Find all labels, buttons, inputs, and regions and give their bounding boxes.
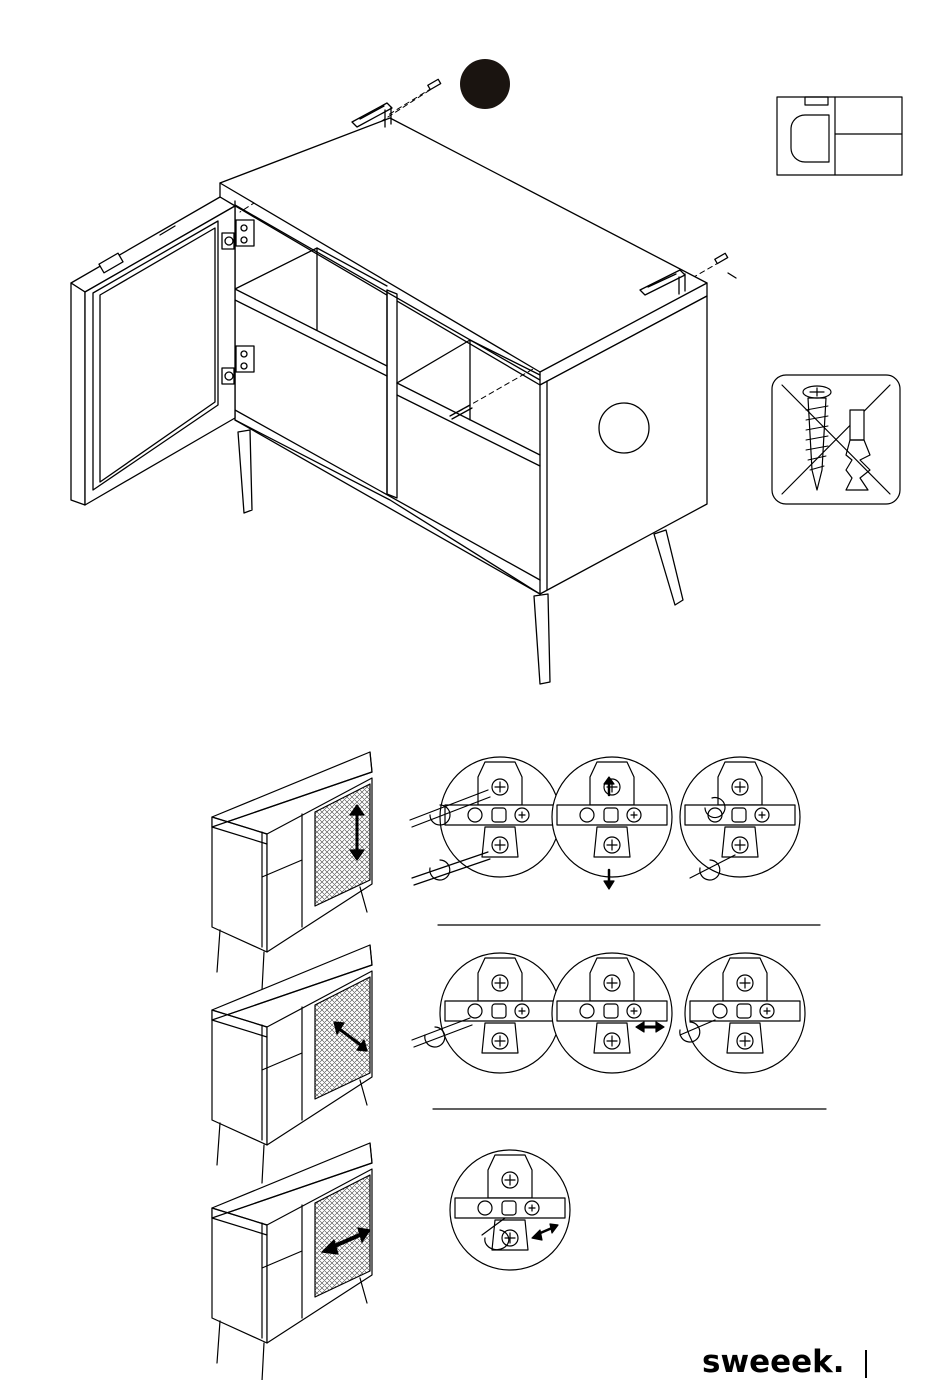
board-layout-icon	[777, 97, 902, 175]
cabinet-assembly-diagram	[0, 0, 950, 720]
hinge-adjustment-diagram	[0, 720, 950, 1380]
open-door	[71, 197, 235, 505]
side-adjustment-row	[212, 1143, 570, 1380]
height-adjustment-row	[212, 752, 820, 990]
brand-logo: sweeek.	[702, 1344, 842, 1380]
dowel-right	[715, 253, 736, 278]
step-marker	[460, 59, 510, 109]
callout-circle	[599, 403, 649, 453]
depth-adjustment-row	[212, 945, 826, 1183]
crossed-screw-anchor-icon	[772, 375, 900, 504]
dowel-left	[428, 79, 441, 89]
brand-divider	[865, 1350, 867, 1378]
